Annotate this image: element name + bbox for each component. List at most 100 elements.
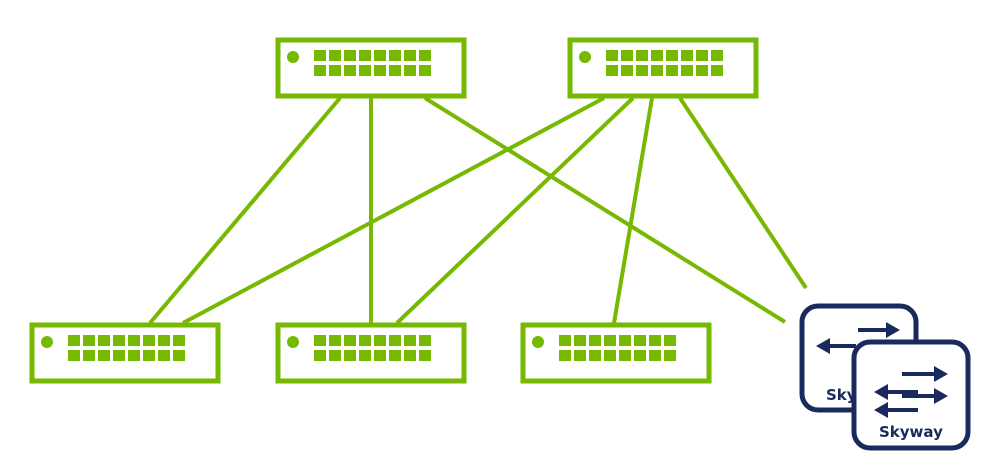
switch-port	[83, 335, 95, 346]
switch-port	[636, 50, 648, 61]
switch-port	[98, 335, 110, 346]
switch-port	[649, 335, 661, 346]
switch-port	[696, 50, 708, 61]
switch-port	[344, 335, 356, 346]
switch-port	[621, 50, 633, 61]
switch-port	[143, 350, 155, 361]
switch-port	[619, 350, 631, 361]
switch-port	[711, 50, 723, 61]
switch-port	[419, 50, 431, 61]
switch-port	[314, 335, 326, 346]
status-led-icon	[287, 51, 299, 63]
arrow-left-icon	[874, 402, 918, 418]
switch-port	[634, 350, 646, 361]
switch-port	[574, 350, 586, 361]
status-led-icon	[41, 336, 53, 348]
switch-port	[359, 50, 371, 61]
switch-port	[389, 50, 401, 61]
arrow-left-icon	[874, 384, 918, 400]
link-spine-2-leaf-3	[612, 97, 654, 324]
switch-port	[374, 350, 386, 361]
switch-port	[574, 335, 586, 346]
switch-port	[314, 65, 326, 76]
switch-port	[329, 350, 341, 361]
leaf-switch-3	[520, 322, 712, 384]
switch-port	[143, 335, 155, 346]
switch-port	[359, 65, 371, 76]
switch-port	[589, 335, 601, 346]
switch-port	[389, 65, 401, 76]
switch-port	[128, 335, 140, 346]
switch-port	[173, 335, 185, 346]
status-led-icon	[287, 336, 299, 348]
switch-port	[666, 50, 678, 61]
arrow-right-icon	[858, 322, 900, 338]
switch-port	[651, 50, 663, 61]
switch-port	[344, 50, 356, 61]
leaf-switch-1	[29, 322, 221, 384]
link-spine-2-leaf-2	[395, 96, 635, 325]
switch-port	[404, 50, 416, 61]
switch-port	[711, 65, 723, 76]
switch-port	[419, 350, 431, 361]
switch-port	[664, 335, 676, 346]
switch-port	[681, 50, 693, 61]
switch-port	[666, 65, 678, 76]
switch-port	[314, 50, 326, 61]
arrow-left-icon	[816, 338, 856, 354]
link-spine-2-skyway	[678, 96, 808, 290]
arrow-right-icon	[902, 388, 948, 404]
status-led-icon	[532, 336, 544, 348]
switch-port	[329, 65, 341, 76]
switch-port	[128, 350, 140, 361]
switch-port	[664, 350, 676, 361]
switch-port	[389, 350, 401, 361]
leaf-switch-2	[275, 322, 467, 384]
switch-port	[374, 65, 386, 76]
arrow-right-icon	[902, 366, 948, 382]
switch-port	[98, 350, 110, 361]
link-spine-1-skyway	[423, 96, 787, 324]
switch-port	[649, 350, 661, 361]
spine-switch-1	[275, 37, 467, 99]
switch-port	[83, 350, 95, 361]
switch-port	[404, 65, 416, 76]
switch-port	[359, 335, 371, 346]
switch-port	[158, 335, 170, 346]
switch-port	[419, 335, 431, 346]
switch-port	[681, 65, 693, 76]
switch-port	[636, 65, 648, 76]
link-spine-1-leaf-1	[148, 96, 342, 325]
switch-port	[173, 350, 185, 361]
switch-port	[359, 350, 371, 361]
switch-port	[589, 350, 601, 361]
switch-port	[389, 335, 401, 346]
switch-port	[606, 65, 618, 76]
status-led-icon	[579, 51, 591, 63]
switch-port	[619, 335, 631, 346]
switch-port	[158, 350, 170, 361]
switch-port	[68, 335, 80, 346]
switch-port	[344, 65, 356, 76]
switch-port	[559, 350, 571, 361]
switch-port	[113, 350, 125, 361]
switch-port	[621, 65, 633, 76]
switch-port	[604, 335, 616, 346]
switch-port	[68, 350, 80, 361]
switch-port	[651, 65, 663, 76]
switch-port	[374, 335, 386, 346]
connection-links	[148, 96, 808, 325]
switch-port	[113, 335, 125, 346]
switch-port	[314, 350, 326, 361]
switch-port	[344, 350, 356, 361]
switch-port	[329, 335, 341, 346]
switch-port	[696, 65, 708, 76]
switch-port	[404, 350, 416, 361]
switch-port	[404, 335, 416, 346]
switch-port	[559, 335, 571, 346]
switch-port	[634, 335, 646, 346]
switch-port	[374, 50, 386, 61]
link-spine-2-leaf-1	[182, 96, 605, 325]
skyway-front-label: Skyway	[879, 423, 943, 441]
